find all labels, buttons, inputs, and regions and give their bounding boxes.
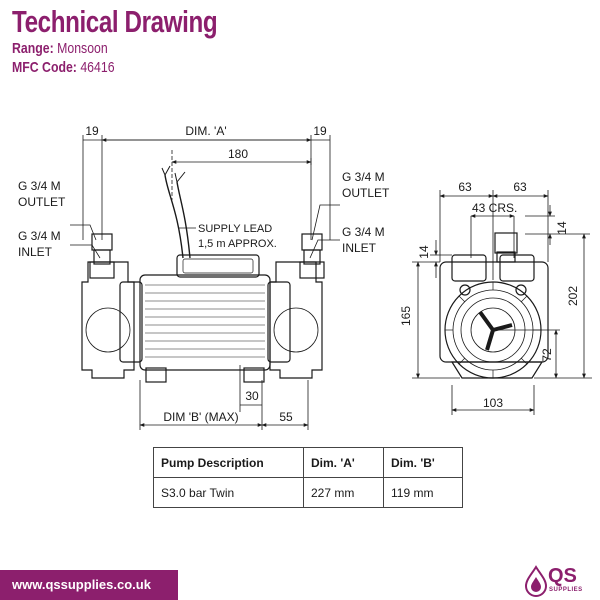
front-dimensions <box>70 135 340 430</box>
front-dim-labels: 19 DIM. 'A' 19 180 G 3/4 M OUTLET G 3/4 … <box>18 124 390 424</box>
mfc-code-line: MFC Code: 46416 <box>12 59 115 76</box>
dim-30: 30 <box>245 389 259 403</box>
cell-description: S3.0 bar Twin <box>153 477 304 508</box>
side-dim-14-left: 14 <box>417 245 431 259</box>
left-inlet-line1: G 3/4 M <box>18 229 61 243</box>
col-header-description: Pump Description <box>153 447 304 478</box>
page-title: Technical Drawing <box>12 4 218 39</box>
mfc-label: MFC Code: <box>12 59 77 76</box>
left-outlet-line2: OUTLET <box>18 195 66 209</box>
side-dim-202: 202 <box>566 286 580 306</box>
right-inlet-line1: G 3/4 M <box>342 225 385 239</box>
brand-subtitle: SUPPLIES <box>549 587 583 593</box>
left-outlet-line1: G 3/4 M <box>18 179 61 193</box>
side-dim-63-right: 63 <box>513 180 527 194</box>
side-dim-63-left: 63 <box>458 180 472 194</box>
brand-logo: QS SUPPLIES <box>522 565 592 597</box>
brand-name: QS <box>548 565 577 587</box>
range-line: Range: Monsoon <box>12 40 108 57</box>
dim-a-label: DIM. 'A' <box>185 124 226 138</box>
spec-table: Pump Description Dim. 'A' Dim. 'B' S3.0 … <box>153 447 463 508</box>
side-dimensions <box>412 190 592 415</box>
supply-lead-line2: 1,5 m APPROX. <box>198 238 277 250</box>
right-inlet-line2: INLET <box>342 241 377 255</box>
table-header-row: Pump Description Dim. 'A' Dim. 'B' <box>153 447 463 478</box>
right-outlet-line1: G 3/4 M <box>342 170 385 184</box>
side-view-pump <box>439 232 549 379</box>
dim-180: 180 <box>228 147 248 161</box>
range-value: Monsoon <box>57 40 108 57</box>
mfc-value: 46416 <box>80 59 115 76</box>
side-dim-103: 103 <box>483 396 503 410</box>
supply-lead-line1: SUPPLY LEAD <box>198 223 272 235</box>
side-dim-labels: 63 63 43 CRS. 14 14 165 202 72 103 <box>399 180 580 410</box>
dim-b-label: DIM 'B' (MAX) <box>163 410 238 424</box>
range-label: Range: <box>12 40 54 57</box>
website-link[interactable]: www.qssupplies.co.uk <box>12 577 151 592</box>
dim-19-right: 19 <box>313 124 327 138</box>
side-dim-43: 43 CRS. <box>472 201 517 215</box>
table-row: S3.0 bar Twin 227 mm 119 mm <box>153 477 463 508</box>
col-header-dim-b: Dim. 'B' <box>383 447 463 478</box>
side-dim-165: 165 <box>399 306 413 326</box>
drop-logo-icon <box>524 565 548 597</box>
side-dim-14-top: 14 <box>555 221 569 235</box>
side-dim-72: 72 <box>540 348 554 362</box>
cell-dim-b: 119 mm <box>383 477 463 508</box>
cell-dim-a: 227 mm <box>303 477 384 508</box>
left-inlet-line2: INLET <box>18 245 53 259</box>
dim-19-left: 19 <box>85 124 99 138</box>
dim-55: 55 <box>279 410 293 424</box>
front-view-pump <box>81 165 325 383</box>
footer-bar: www.qssupplies.co.uk <box>0 570 178 600</box>
right-outlet-line2: OUTLET <box>342 186 390 200</box>
col-header-dim-a: Dim. 'A' <box>303 447 384 478</box>
